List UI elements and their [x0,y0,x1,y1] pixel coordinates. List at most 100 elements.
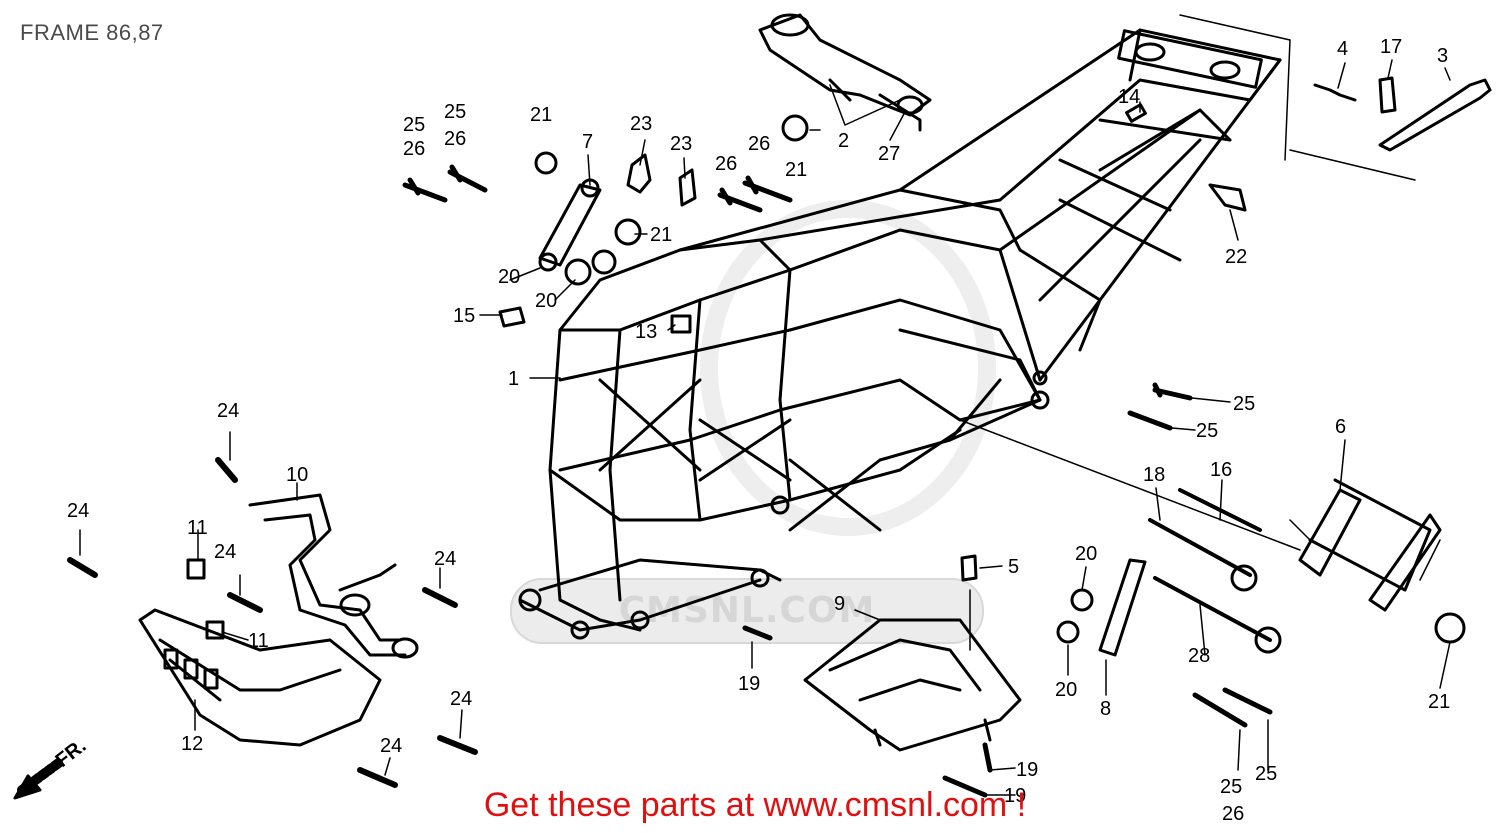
callout-11b: 11 [248,630,269,652]
callout-16: 16 [1210,459,1232,481]
callout-28: 28 [1188,645,1210,667]
bolt-17 [1378,76,1397,114]
bolt-19c [942,775,988,798]
callout-7: 7 [582,131,593,153]
callout-20c: 20 [1075,543,1097,565]
bolt-26a [717,187,763,213]
clamp-22 [1208,183,1247,212]
bushing-20d [1056,620,1080,644]
callout-26e: 26 [1222,803,1244,825]
watermark-badge: CMSNL.COM [510,578,984,644]
bolt-25e [1192,692,1248,728]
callout-21c: 21 [785,159,807,181]
clamp-23a [626,153,652,194]
callout-25e: 25 [1220,776,1242,798]
bolt-25b [447,164,488,193]
leader-box [1179,14,1416,181]
bolt-25c [1152,382,1193,401]
callout-5: 5 [1008,556,1019,578]
callout-24d: 24 [434,548,456,570]
callout-19b: 19 [1016,759,1038,781]
callout-23b: 23 [670,133,692,155]
callout-22: 22 [1225,246,1247,268]
callout-23a: 23 [630,113,652,135]
plate-14 [1125,103,1147,123]
spring-4 [1313,83,1357,102]
rod-3 [1378,78,1492,152]
bolt-19b [982,742,993,773]
plate-13 [670,314,692,334]
callout-21d: 21 [1428,691,1450,713]
callout-25f: 25 [1255,763,1277,785]
callout-24b: 24 [67,500,89,522]
promo-link[interactable]: Get these parts at www.cmsnl.com ! [483,786,1027,824]
nut-28 [1254,626,1282,654]
bracket-8 [1098,558,1147,657]
callout-26b: 26 [444,128,466,150]
callout-2: 2 [838,130,849,152]
skid-plate-9 [803,618,1022,752]
watermark-text: CMSNL.COM [618,590,876,631]
plug-5 [960,554,978,582]
bushing-20b [591,249,617,275]
callout-21a: 21 [530,104,552,126]
callout-13: 13 [635,321,657,343]
skid-plate-12 [138,608,382,747]
callout-labels: 1 2 3 4 5 6 7 8 9 10 11 11 12 13 14 15 1… [67,36,1450,825]
callout-25b: 25 [444,101,466,123]
nut-18 [1230,564,1258,592]
diagram-title: FRAME 86,87 [20,20,164,45]
bolt-26b [742,175,793,203]
callout-6: 6 [1335,416,1346,438]
callout-25a: 25 [403,114,425,136]
main-frame [518,28,1282,640]
bolt-25d [1127,410,1173,431]
clamp-23b [678,168,697,207]
callout-26c: 26 [715,153,737,175]
leader-lines [79,59,1451,796]
top-bracket-2 [758,13,932,132]
bracket-6 [1289,478,1442,612]
callout-4: 4 [1337,38,1348,60]
callout-24f: 24 [380,735,402,757]
callout-19a: 19 [738,673,760,695]
bushing-20a [564,258,592,286]
nut-21d [1434,612,1466,644]
callout-17: 17 [1380,36,1402,58]
callout-24a: 24 [217,400,239,422]
nut-21a [781,114,809,142]
bracket-7 [538,178,602,272]
callout-25d: 25 [1196,420,1218,442]
bolt-25f [1222,687,1273,715]
bolt-24c [227,592,263,613]
nut-21b [534,151,558,175]
callout-14: 14 [1118,86,1140,108]
bolt-24f [357,767,398,788]
callout-21b: 21 [650,224,672,246]
bolt-19a [742,625,773,641]
plate-15 [498,306,526,328]
callout-15: 15 [453,305,475,327]
callout-8: 8 [1100,698,1111,720]
callout-10: 10 [286,464,308,486]
bolt-24d [422,587,458,608]
nut-11a [186,558,206,580]
bolt-18 [1148,518,1252,577]
callout-11a: 11 [187,517,208,539]
callout-26d: 26 [748,133,770,155]
bolt-24a [215,457,238,483]
nut-21c [614,218,642,246]
bolt-24e [437,735,478,755]
bolt-24b [67,557,98,578]
callout-12: 12 [181,733,203,755]
callout-26a: 26 [403,138,425,160]
callout-1: 1 [508,368,519,390]
callout-27: 27 [878,143,900,165]
callout-9: 9 [834,593,845,615]
callout-20b: 20 [535,290,557,312]
arrow-down-left-icon [13,757,65,800]
callout-25c: 25 [1233,393,1255,415]
callout-24c: 24 [214,541,236,563]
callout-19c: 19 [1004,785,1026,807]
